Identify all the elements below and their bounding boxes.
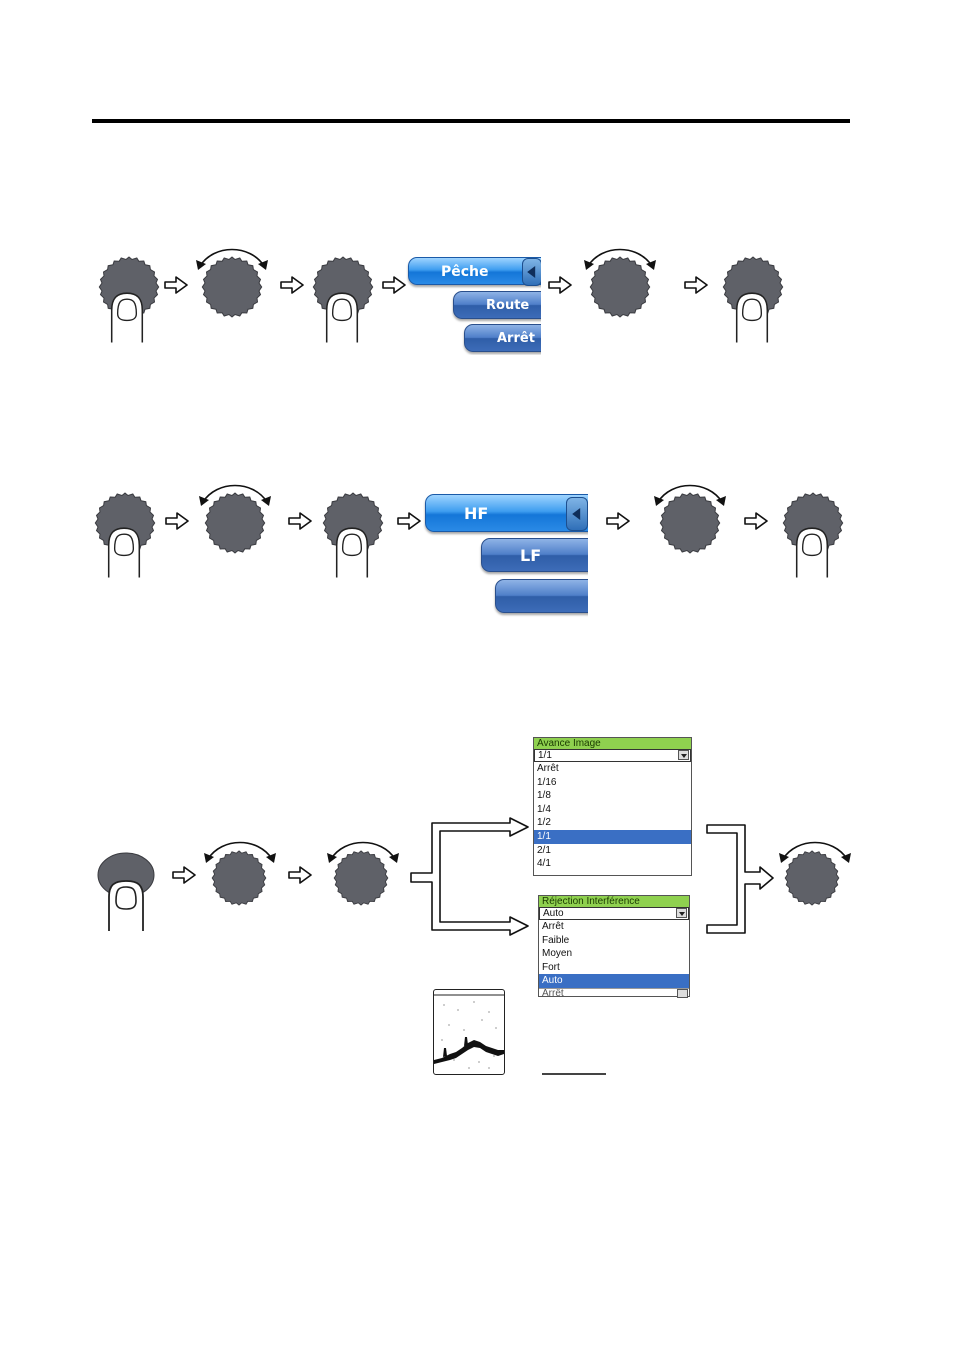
next-arrow-icon [606,512,630,530]
next-arrow-icon [165,512,189,530]
rotate-knob-icon [211,850,267,906]
next-arrow-icon [744,512,768,530]
dropdown-title: Avance Image [534,738,691,749]
rotate-knob-icon [204,492,266,554]
next-arrow-icon [164,276,188,294]
dropdown-option[interactable]: 1/4 [537,803,551,815]
menu-item-peche[interactable]: Pêche [408,257,541,285]
finger-icon [325,290,359,344]
finger-icon [735,290,769,344]
scroll-left-icon[interactable] [566,497,588,531]
dropdown-footer-text: Arrêt [542,987,564,998]
next-arrow-icon [280,276,304,294]
next-arrow-icon [684,276,708,294]
next-arrow-icon [288,512,312,530]
scroll-left-icon[interactable] [522,258,541,286]
dropdown-option[interactable]: Arrêt [542,921,564,932]
menu-item-label: LF [520,546,542,565]
rotate-knob-icon [784,850,840,906]
divider [542,1073,606,1075]
mode-menu: Pêche Route Arrêt [406,253,541,355]
echo-image-icon [433,989,505,1075]
menu-item-label: Pêche [441,264,489,280]
menu-item-label: Arrêt [497,331,535,346]
next-arrow-icon [382,276,406,294]
frequency-menu: HF LF [423,490,588,618]
menu-item-arret[interactable]: Arrêt [464,324,541,352]
rotate-knob-icon [333,850,389,906]
finger-icon [795,526,829,578]
dropdown-option[interactable]: Moyen [542,948,573,960]
avance-image-dropdown[interactable]: Avance Image 1/1 Arrêt 1/16 1/8 1/4 1/2 … [533,737,692,876]
merge-bracket-icon [706,824,774,934]
chevron-down-icon[interactable] [678,750,689,760]
dropdown-title: Réjection Interférence [539,896,689,907]
rejection-interference-dropdown[interactable]: Réjection Interférence Auto Arrêt Faible… [538,895,690,998]
rotate-knob-icon [589,256,651,318]
dropdown-value-text: Auto [543,908,564,919]
finger-icon [107,526,141,578]
dropdown-option[interactable]: Fort [542,961,560,973]
menu-item-label: HF [464,504,489,523]
dropdown-option[interactable]: 1/8 [537,790,551,802]
rotate-knob-icon [659,492,721,554]
menu-item-hf[interactable]: HF [425,494,588,532]
chevron-down-icon[interactable] [676,908,687,918]
dropdown-option[interactable]: Faible [542,934,570,946]
dropdown-footer: Arrêt [539,987,689,998]
dropdown-value[interactable]: 1/1 [534,749,691,762]
dropdown-value-text: 1/1 [538,750,552,761]
header-rule [92,119,850,123]
dropdown-option[interactable]: 2/1 [537,844,551,856]
menu-item-label: Route [486,298,530,313]
finger-icon [110,290,144,344]
dropdown-option[interactable]: 1/2 [537,817,551,829]
next-arrow-icon [397,512,421,530]
next-arrow-icon [288,866,312,884]
branch-bracket-icon [410,817,529,936]
dropdown-option[interactable]: 1/16 [537,776,557,788]
dropdown-option-selected[interactable]: Auto [539,974,689,988]
menu-item-lf[interactable]: LF [481,538,588,572]
dropdown-option-selected[interactable]: 1/1 [534,829,691,844]
dropdown-option[interactable]: Arrêt [537,763,559,774]
oval-key-icon [97,852,155,931]
finger-icon [335,526,369,578]
rotate-knob-icon [201,256,263,318]
menu-item-route[interactable]: Route [453,291,541,319]
chevron-down-icon [677,988,688,998]
dropdown-option[interactable]: 4/1 [537,858,551,870]
next-arrow-icon [548,276,572,294]
dropdown-value[interactable]: Auto [539,907,689,920]
next-arrow-icon [172,866,196,884]
menu-item-blank[interactable] [495,579,588,613]
